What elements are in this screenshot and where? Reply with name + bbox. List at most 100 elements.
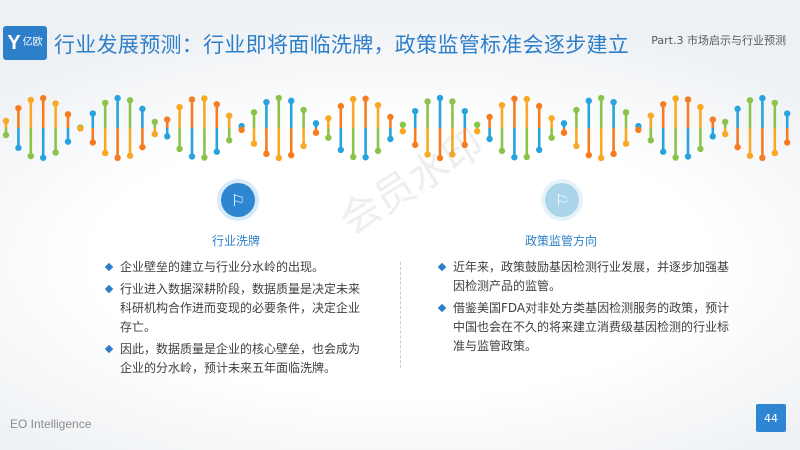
dna-node <box>511 154 518 161</box>
column-divider <box>400 262 401 368</box>
dna-node <box>672 154 679 161</box>
dna-node <box>226 137 233 144</box>
dna-node <box>337 146 344 154</box>
dna-node <box>697 145 704 153</box>
dna-node <box>213 101 220 108</box>
dna-node <box>771 99 778 107</box>
dna-node <box>102 149 109 157</box>
dna-node <box>52 100 59 107</box>
dna-node <box>734 143 741 151</box>
dna-node <box>15 104 22 112</box>
dna-node <box>548 115 555 122</box>
dna-node <box>263 98 270 106</box>
dna-node <box>461 141 468 149</box>
list-item: 行业进入数据深耕阶段，数据质量是决定未来科研机构合作进而变现的必要条件，决定企业… <box>104 280 364 337</box>
dna-node <box>610 98 617 106</box>
dna-node <box>300 142 307 150</box>
dna-helix-illustration <box>2 94 791 162</box>
dna-node <box>560 129 568 136</box>
dna-node <box>610 150 617 158</box>
brand-logo: Y 亿欧 <box>3 26 47 60</box>
dna-node <box>474 121 481 128</box>
dna-node <box>288 97 295 105</box>
dna-node <box>684 96 692 103</box>
dna-node <box>759 94 766 102</box>
dna-node <box>759 154 766 162</box>
dna-node <box>275 154 282 162</box>
dna-node <box>647 137 654 144</box>
section-title-policy-regulation: 政策监管方向 <box>525 234 598 248</box>
dna-node <box>412 107 419 115</box>
dna-node <box>288 151 295 159</box>
dna-node <box>89 110 97 117</box>
dna-node <box>697 103 704 111</box>
dna-node <box>40 154 47 161</box>
dna-node <box>746 152 754 159</box>
dna-node <box>449 151 456 158</box>
dna-node <box>511 95 518 102</box>
bullet-text: 行业进入数据深耕阶段，数据质量是决定未来科研机构合作进而变现的必要条件，决定企业… <box>120 282 361 334</box>
list-item: 企业壁垒的建立与行业分水岭的出现。 <box>104 258 364 277</box>
signpost-glyph: ⚐ <box>554 190 570 210</box>
dna-node <box>114 154 121 162</box>
dna-node <box>598 154 605 162</box>
dna-node <box>722 118 729 126</box>
bullet-text: 企业壁垒的建立与行业分水岭的出现。 <box>120 260 325 274</box>
bullet-list-right: 近年来，政策鼓励基因检测行业发展，并逐步加强基因检测产品的监管。 借鉴美国FDA… <box>437 258 737 359</box>
dna-node <box>585 97 592 105</box>
dna-node <box>536 102 543 110</box>
dna-node <box>263 150 270 158</box>
dna-node <box>647 112 654 119</box>
dna-node <box>424 151 431 158</box>
list-item: 借鉴美国FDA对非处方类基因检测服务的政策，预计中国也会在不久的将来建立消费级基… <box>437 299 737 356</box>
dna-node <box>387 113 394 121</box>
dna-node <box>188 96 196 103</box>
dna-node <box>709 116 716 123</box>
dna-node <box>40 95 47 102</box>
dna-node <box>622 109 630 116</box>
dna-node <box>474 128 481 135</box>
dna-node <box>151 130 158 138</box>
dna-node <box>226 112 233 119</box>
dna-node <box>164 133 171 140</box>
list-item: 因此，数据质量是企业的核心壁垒，也会成为企业的分水岭，预计未来五年面临洗牌。 <box>104 340 364 378</box>
dna-node <box>412 141 419 149</box>
dna-node <box>201 154 208 161</box>
dna-node <box>498 101 506 109</box>
dna-node <box>374 147 382 155</box>
dna-node <box>64 111 72 118</box>
dna-node <box>498 147 506 155</box>
dna-node <box>784 139 791 146</box>
logo-mark: Y <box>7 32 21 54</box>
dna-node <box>560 120 568 127</box>
dna-node <box>164 116 171 123</box>
section-title-industry-reshuffle: 行业洗牌 <box>212 234 261 248</box>
dna-node <box>548 134 555 141</box>
dna-node <box>622 140 630 147</box>
dna-node <box>300 106 307 114</box>
dna-node <box>387 135 394 143</box>
dna-node <box>436 94 444 102</box>
list-item: 近年来，政策鼓励基因检测行业发展，并逐步加强基因检测产品的监管。 <box>437 258 737 296</box>
dna-node <box>635 126 642 134</box>
dna-node <box>523 153 530 161</box>
dna-node <box>399 121 406 128</box>
dna-node <box>486 113 493 121</box>
dna-node <box>573 106 580 114</box>
dna-node <box>176 103 183 111</box>
dna-node <box>436 154 444 162</box>
dna-node <box>188 153 196 160</box>
dna-node <box>672 95 679 102</box>
dna-node <box>238 126 245 134</box>
dna-node <box>362 154 369 161</box>
bullet-text: 因此，数据质量是企业的核心壁垒，也会成为企业的分水岭，预计未来五年面临洗牌。 <box>120 342 361 375</box>
dna-node <box>374 101 382 109</box>
dna-node <box>461 107 468 115</box>
dna-node <box>250 140 258 147</box>
signpost-icon: ⚐ <box>221 183 255 217</box>
dna-node <box>52 149 59 156</box>
dna-node <box>362 95 369 102</box>
dna-node <box>337 102 344 110</box>
dna-node <box>573 142 580 150</box>
bullet-text: 借鉴美国FDA对非处方类基因检测服务的政策，预计中国也会在不久的将来建立消费级基… <box>453 301 730 353</box>
